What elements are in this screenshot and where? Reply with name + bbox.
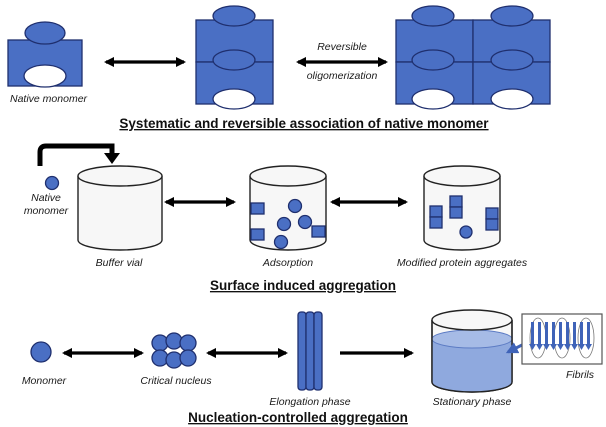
bent-arrow-head	[104, 153, 120, 164]
fibrils-inset	[521, 313, 603, 365]
critical-nucleus-cluster	[151, 332, 197, 369]
section-3-nucleation-aggregation: Monomer Critical nucleus Elongation phas…	[22, 309, 603, 425]
stationary-phase-vial	[431, 309, 513, 393]
native-monomer-sphere	[44, 175, 60, 191]
section-2-title: Surface induced aggregation	[210, 278, 396, 293]
elongation-phase-label: Elongation phase	[269, 396, 350, 408]
dimer-block	[195, 5, 274, 110]
native-monomer-label-line1: Native	[31, 192, 61, 204]
fibril-callout-arrow	[505, 342, 523, 354]
buffer-vial-label: Buffer vial	[96, 257, 143, 269]
oligomerization-label: oligomerization	[307, 70, 378, 82]
fibrils-label: Fibrils	[566, 369, 595, 381]
monomer-sphere	[30, 341, 52, 363]
adsorption-label: Adsorption	[262, 257, 313, 269]
modified-aggregates-vial	[423, 165, 501, 251]
tetramer-block	[395, 5, 551, 110]
stationary-phase-label: Stationary phase	[433, 396, 512, 408]
reversible-label: Reversible	[317, 41, 367, 53]
section-2-surface-aggregation: Native monomer Buffer vial Adsorption	[24, 143, 528, 293]
elongation-fibril	[297, 311, 323, 391]
section-1-title: Systematic and reversible association of…	[119, 116, 489, 131]
buffer-vial	[77, 165, 163, 251]
bent-arrow	[37, 143, 115, 166]
modified-aggregates-label: Modified protein aggregates	[397, 257, 528, 269]
adsorption-vial	[249, 165, 327, 251]
monomer-label: Monomer	[22, 375, 67, 387]
native-monomer-label: Native monomer	[10, 93, 88, 105]
section-3-title: Nucleation-controlled aggregation	[188, 410, 408, 425]
section-1-monomer-association: Native monomer Reversible oligomerizatio…	[7, 5, 551, 131]
critical-nucleus-label: Critical nucleus	[140, 375, 212, 387]
native-monomer-block	[7, 21, 83, 88]
native-monomer-label-line2: monomer	[24, 205, 69, 217]
